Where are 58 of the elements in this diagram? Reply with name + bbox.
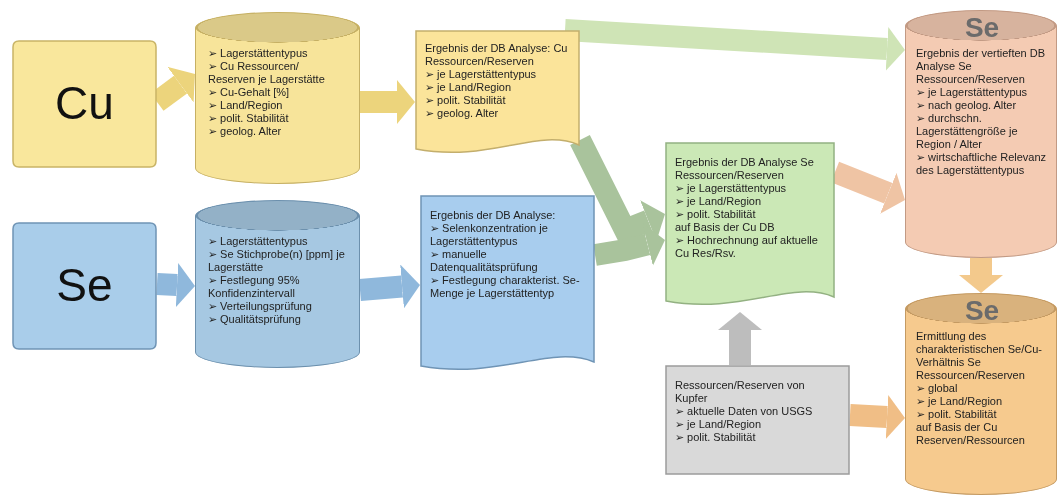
node-text: Ergebnis der DB Analyse: Cu Ressourcen/Reserven	[425, 42, 569, 68]
element-symbol: Se	[963, 296, 1001, 326]
database-cylinder	[195, 12, 360, 184]
node-text: ➢ Festlegung 95% Konfidenzintervall	[208, 274, 301, 300]
node-text: Ergebnis der DB Analyse Se Ressourcen/Reserven	[675, 156, 815, 182]
node-text: ➢ je Land/Region	[916, 395, 1004, 408]
node-text: ➢ je Lagerstättentypus	[425, 68, 538, 81]
node-text: Ergebnis der DB Analyse:	[430, 209, 557, 222]
node-text: ➢ geolog. Alter	[425, 107, 500, 120]
node-text: ➢ je Land/Region	[425, 81, 513, 94]
node-text: ➢ aktuelle Daten von USGS	[675, 405, 814, 418]
block-arrow	[359, 264, 420, 309]
node-text: Ergebnis der vertieften DB Analyse Se Ressourcen/Reserven	[916, 47, 1046, 86]
element-symbol: Se	[963, 13, 1001, 43]
node-text: ➢ Cu-Gehalt [%]	[208, 86, 291, 99]
database-cylinder	[905, 293, 1057, 495]
node-text: ➢ polit. Stabilität	[916, 408, 998, 421]
node-text: ➢ polit. Stabilität	[675, 431, 757, 444]
database-cylinder	[195, 200, 360, 368]
node-text: ➢ je Land/Region	[675, 418, 763, 431]
node-text: ➢ Verteilungsprüfung	[208, 300, 313, 313]
node-text: auf Basis der Cu Reserven/Ressourcen	[916, 421, 1026, 447]
element-symbol: Cu	[54, 78, 115, 128]
block-arrow	[564, 19, 905, 71]
node-text: ➢ geolog. Alter	[208, 125, 283, 138]
node-text: ➢ polit. Stabilität	[208, 112, 290, 125]
node-text: ➢ Hochrechnung auf aktuelle Cu Res/Rsv.	[675, 234, 819, 260]
node-text: auf Basis der Cu DB	[675, 221, 776, 234]
node-text: ➢ wirtschaftliche Relevanz des Lagerstättentypus	[916, 151, 1048, 177]
node-text: ➢ nach geolog. Alter	[916, 99, 1018, 112]
node-text: Ermittlung des charakteristischen Se/Cu-Verhältnis Se Ressourcen/Reserven	[916, 330, 1043, 382]
block-arrow	[849, 395, 905, 439]
node-text: ➢ je Lagerstättentypus	[675, 182, 788, 195]
node-text: ➢ global	[916, 382, 959, 395]
node-text: ➢ Festlegung charakterist. Se-Menge je Lagerstättentyp	[430, 274, 581, 300]
node-text: ➢ Selenkonzentration je Lagerstättentypus	[430, 222, 549, 248]
data-box	[665, 365, 850, 475]
block-arrow	[156, 263, 195, 307]
block-arrow	[360, 80, 415, 124]
node-text: ➢ polit. Stabilität	[675, 208, 757, 221]
node-text: ➢ Lagerstättentypus	[208, 47, 309, 60]
element-block	[12, 222, 157, 350]
node-text: ➢ Cu Ressourcen/ Reserven je Lagerstätte	[208, 60, 326, 86]
block-arrow	[959, 258, 1003, 293]
element-block	[12, 40, 157, 168]
node-text: Ressourcen/Reserven von Kupfer	[675, 379, 806, 405]
node-text: ➢ Lagerstättentypus	[208, 235, 309, 248]
node-text: ➢ Land/Region	[208, 99, 284, 112]
node-text: ➢ manuelle Datenqualitätsprüfung	[430, 248, 539, 274]
element-symbol: Se	[55, 260, 114, 310]
node-text: ➢ polit. Stabilität	[425, 94, 507, 107]
node-text: ➢ Qualitätsprüfung	[208, 313, 302, 326]
node-text: ➢ je Lagerstättentypus	[916, 86, 1029, 99]
node-text: ➢ je Land/Region	[675, 195, 763, 208]
block-arrow	[718, 312, 762, 365]
node-text: ➢ Se Stichprobe(n) [ppm] je Lagerstätte	[208, 248, 346, 274]
node-text: ➢ durchschn. Lagerstättengröße je Region / Alter	[916, 112, 1019, 151]
database-cylinder	[905, 10, 1057, 258]
